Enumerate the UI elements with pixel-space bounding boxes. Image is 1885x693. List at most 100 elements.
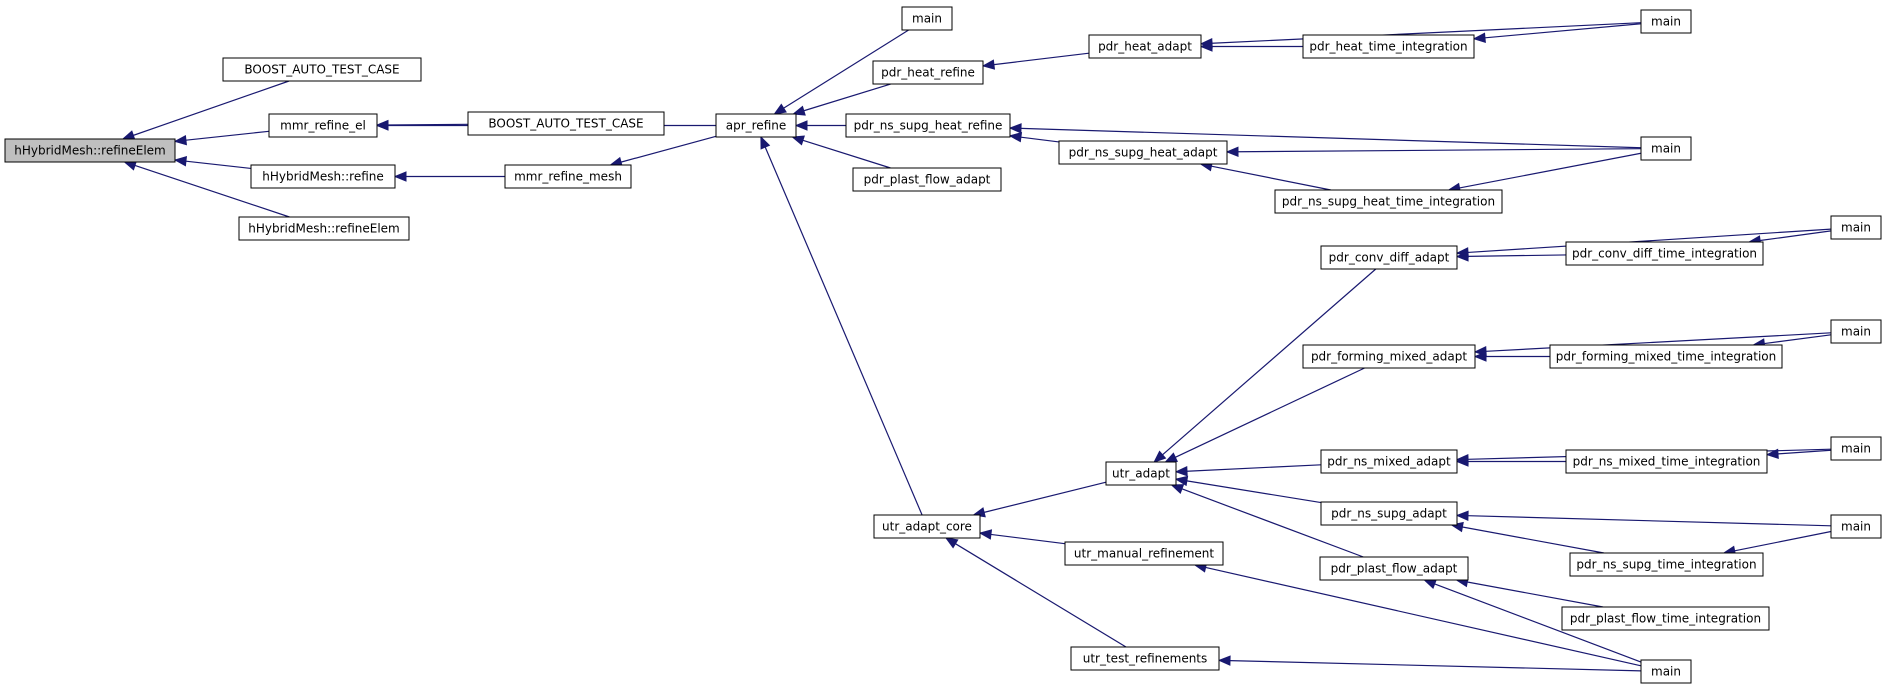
graph-node-n22[interactable]: pdr_conv_diff_time_integration (1565, 241, 1764, 266)
graph-node-n6[interactable]: BOOST_AUTO_TEST_CASE (467, 111, 665, 136)
node-box[interactable] (901, 6, 953, 31)
graph-node-n4[interactable]: hHybridMesh::refine (250, 164, 396, 189)
node-label: pdr_plast_flow_time_integration (1570, 612, 1761, 626)
node-label: pdr_ns_supg_heat_time_integration (1282, 195, 1495, 209)
graph-node-n32[interactable]: main (1830, 514, 1882, 539)
node-box[interactable] (1320, 449, 1458, 474)
node-box[interactable] (4, 138, 176, 163)
node-box[interactable] (872, 60, 984, 85)
graph-node-n9[interactable]: main (901, 6, 953, 31)
node-box[interactable] (1561, 606, 1770, 631)
node-box[interactable] (238, 216, 410, 241)
node-box[interactable] (1058, 140, 1228, 165)
graph-node-n23[interactable]: main (1830, 215, 1882, 240)
node-box[interactable] (250, 164, 396, 189)
graph-node-n1[interactable]: hHybridMesh::refineElem (4, 138, 176, 163)
node-label: pdr_plast_flow_adapt (1331, 562, 1458, 576)
graph-node-n8[interactable]: apr_refine (715, 113, 797, 138)
node-box[interactable] (1569, 552, 1764, 577)
edge-n16-to-n14 (1008, 123, 1642, 149)
edge-line (185, 160, 252, 170)
graph-node-n15[interactable]: pdr_ns_supg_heat_adapt (1058, 140, 1228, 165)
edge-n23-to-n21 (1455, 228, 1832, 258)
arrowhead-icon (944, 537, 959, 549)
node-box[interactable] (504, 164, 632, 189)
edge-line (983, 481, 1107, 513)
node-box[interactable] (845, 113, 1011, 138)
graph-node-n27[interactable]: pdr_ns_mixed_adapt (1320, 449, 1458, 474)
edge-line (955, 543, 1127, 648)
node-box[interactable] (715, 113, 797, 138)
graph-node-n14[interactable]: pdr_ns_supg_heat_refine (845, 113, 1011, 138)
node-box[interactable] (1830, 436, 1882, 461)
edge-line (185, 130, 270, 141)
graph-node-n10[interactable]: pdr_heat_refine (872, 60, 984, 85)
node-box[interactable] (222, 57, 422, 82)
node-box[interactable] (1064, 541, 1224, 566)
node-box[interactable] (268, 113, 378, 138)
nodes-layer: hHybridMesh::refineElem BOOST_AUTO_TEST_C… (4, 6, 1882, 684)
node-box[interactable] (1320, 501, 1458, 526)
node-box[interactable] (1319, 556, 1469, 581)
node-box[interactable] (467, 111, 665, 136)
edge-line (1162, 268, 1377, 456)
arrowhead-icon (1174, 466, 1188, 477)
graph-node-n28[interactable]: pdr_ns_mixed_time_integration (1565, 449, 1768, 474)
graph-node-n29[interactable]: main (1830, 436, 1882, 461)
graph-node-n34[interactable]: pdr_plast_flow_time_integration (1561, 606, 1770, 631)
node-box[interactable] (1640, 659, 1692, 684)
graph-node-n16[interactable]: main (1640, 136, 1692, 161)
graph-node-n33[interactable]: pdr_plast_flow_adapt (1319, 556, 1469, 581)
node-box[interactable] (1070, 646, 1220, 671)
graph-node-n17[interactable]: pdr_ns_supg_heat_time_integration (1274, 189, 1503, 214)
edge-line (1229, 660, 1642, 672)
edge-line (1211, 22, 1642, 44)
node-box[interactable] (1830, 514, 1882, 539)
node-box[interactable] (1640, 136, 1692, 161)
graph-node-n35[interactable]: utr_manual_refinement (1064, 541, 1224, 566)
node-label: BOOST_AUTO_TEST_CASE (244, 63, 399, 77)
graph-node-n26[interactable]: main (1830, 319, 1882, 344)
graph-node-n37[interactable]: main (1640, 659, 1692, 684)
graph-node-n36[interactable]: utr_test_refinements (1070, 646, 1220, 671)
arrowhead-icon (1455, 454, 1469, 465)
node-box[interactable] (1640, 9, 1692, 34)
graph-node-n31[interactable]: pdr_ns_supg_time_integration (1569, 552, 1764, 577)
graph-node-n21[interactable]: pdr_conv_diff_adapt (1320, 245, 1458, 270)
graph-node-n5[interactable]: hHybridMesh::refineElem (238, 216, 410, 241)
node-box[interactable] (852, 167, 1002, 192)
node-box[interactable] (1565, 241, 1764, 266)
graph-node-n24[interactable]: pdr_forming_mixed_adapt (1302, 344, 1476, 369)
node-box[interactable] (1549, 344, 1783, 369)
node-box[interactable] (1565, 449, 1768, 474)
edge-line (134, 164, 290, 218)
node-box[interactable] (1302, 344, 1476, 369)
node-box[interactable] (1320, 245, 1458, 270)
node-label: utr_test_refinements (1083, 652, 1208, 666)
edge-n36-to-n19 (944, 537, 1127, 648)
node-box[interactable] (1830, 319, 1882, 344)
node-box[interactable] (1830, 215, 1882, 240)
node-box[interactable] (1105, 461, 1177, 486)
node-box[interactable] (1274, 189, 1503, 214)
graph-node-n19[interactable]: utr_adapt_core (873, 514, 981, 539)
graph-node-n13[interactable]: main (1640, 9, 1692, 34)
graph-node-n11[interactable]: pdr_heat_adapt (1088, 34, 1202, 59)
graph-node-n25[interactable]: pdr_forming_mixed_time_integration (1549, 344, 1783, 369)
node-label: apr_refine (726, 119, 787, 133)
graph-node-n2[interactable]: BOOST_AUTO_TEST_CASE (222, 57, 422, 82)
arrowhead-icon (791, 135, 805, 146)
graph-node-n12[interactable]: pdr_heat_time_integration (1302, 34, 1475, 59)
graph-node-n3[interactable]: mmr_refine_el (268, 113, 378, 138)
node-label: pdr_ns_supg_time_integration (1576, 558, 1756, 572)
edge-n34-to-n33 (1455, 576, 1604, 608)
graph-node-n20[interactable]: utr_adapt (1105, 461, 1177, 486)
node-box[interactable] (1088, 34, 1202, 59)
graph-node-n7[interactable]: mmr_refine_mesh (504, 164, 632, 189)
node-box[interactable] (1302, 34, 1475, 59)
node-label: main (1651, 15, 1681, 29)
edge-n7-to-n4 (393, 171, 505, 182)
graph-node-n18[interactable]: pdr_plast_flow_adapt (852, 167, 1002, 192)
graph-node-n30[interactable]: pdr_ns_supg_adapt (1320, 501, 1458, 526)
node-box[interactable] (873, 514, 981, 539)
